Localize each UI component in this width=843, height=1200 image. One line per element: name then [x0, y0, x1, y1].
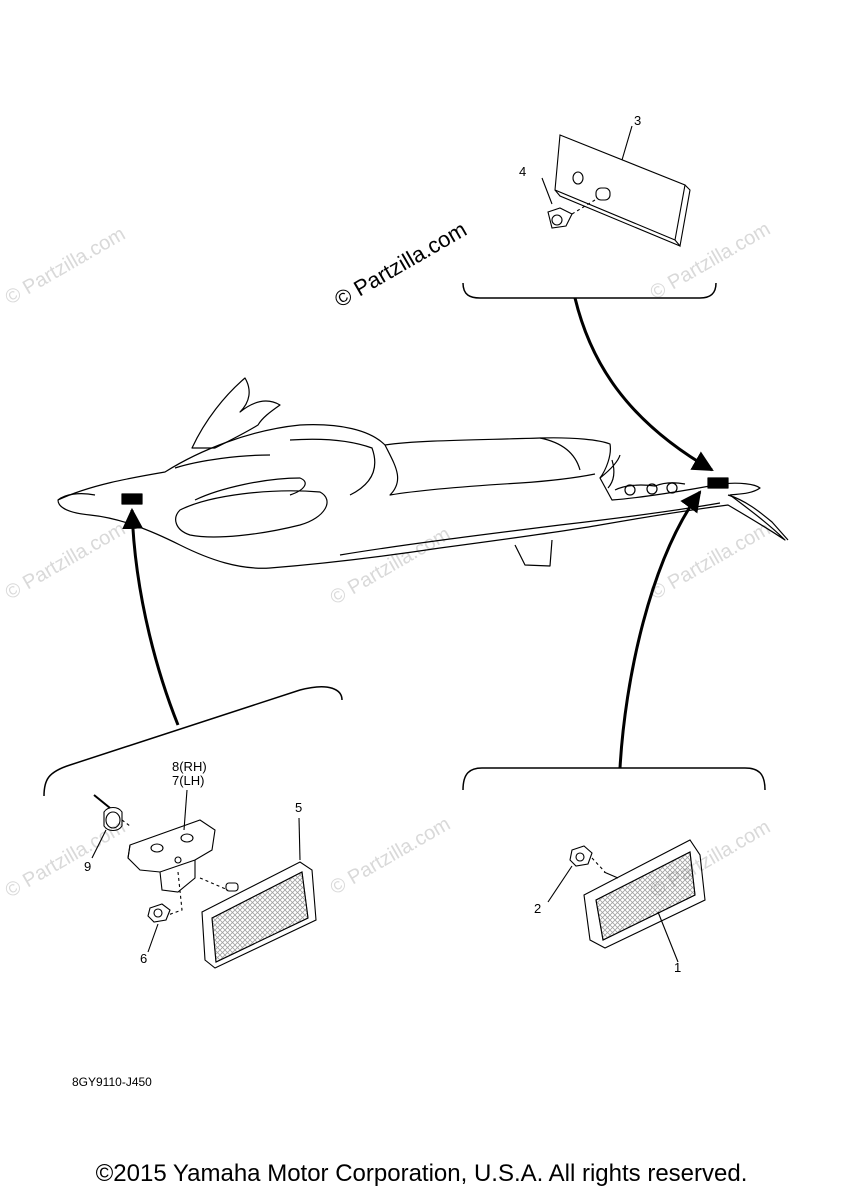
partzilla-watermark: © Partzilla.com	[330, 217, 471, 313]
watermark-faint: © Partzilla.com	[2, 518, 130, 604]
left-reflector-detail	[91, 789, 317, 969]
callout-2: 2	[534, 901, 541, 916]
callout-3: 3	[634, 113, 641, 128]
detail-brackets	[43, 282, 766, 797]
snowmobile-illustration	[57, 377, 789, 569]
callout-4: 4	[519, 164, 526, 179]
diagram-code: 8GY9110-J450	[72, 1075, 152, 1089]
rear-plate-detail	[541, 125, 691, 248]
watermark-faint: © Partzilla.com	[2, 223, 130, 309]
callout-9: 9	[84, 859, 91, 874]
callout-5: 5	[295, 800, 302, 815]
rear-reflector-location	[707, 477, 729, 489]
callout-8-rh: 8(RH)	[172, 759, 207, 774]
leader-arrows	[122, 297, 714, 769]
copyright-notice: ©2015 Yamaha Motor Corporation, U.S.A. A…	[95, 1160, 748, 1187]
callout-1: 1	[674, 960, 681, 975]
watermark-faint: © Partzilla.com	[327, 523, 455, 609]
watermark-faint: © Partzilla.com	[327, 813, 455, 899]
watermark-faint: © Partzilla.com	[2, 816, 130, 902]
callout-6: 6	[140, 951, 147, 966]
watermark-faint: © Partzilla.com	[647, 218, 775, 304]
background-watermarks: © Partzilla.com © Partzilla.com © Partzi…	[2, 218, 775, 902]
watermark-faint: © Partzilla.com	[647, 518, 775, 604]
callout-7-lh: 7(LH)	[172, 773, 205, 788]
front-reflector-location	[121, 493, 143, 505]
right-reflector-detail	[547, 839, 706, 963]
